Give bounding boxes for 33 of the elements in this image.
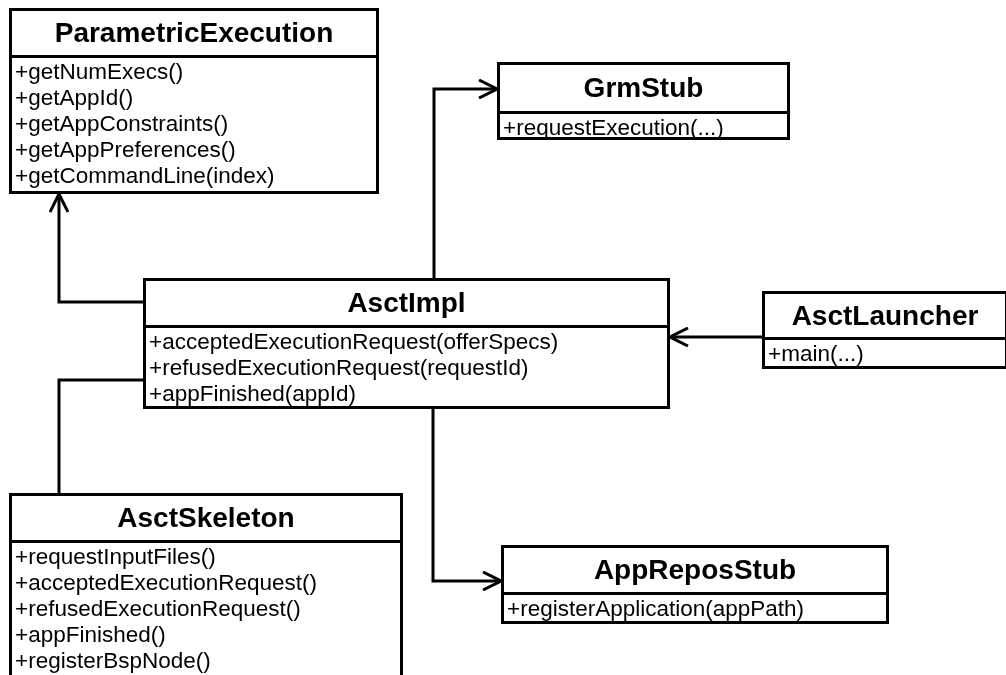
class-name: AppReposStub	[593, 555, 797, 585]
association-arrow	[668, 326, 762, 348]
association-arrow	[48, 192, 143, 304]
method-signature: +registerBspNode()	[15, 648, 211, 674]
class-box	[143, 278, 670, 409]
method-signature: +refusedExecutionRequest(requestId)	[149, 355, 529, 381]
method-signature: +requestExecution(...)	[503, 115, 724, 141]
class-box	[501, 545, 889, 624]
method-signature: +getAppPreferences()	[15, 137, 236, 163]
method-signature: +acceptedExecutionRequest()	[15, 570, 318, 596]
association-arrow	[431, 409, 503, 592]
class-box	[762, 291, 1006, 369]
class-name: ParametricExecution	[54, 18, 334, 48]
class-name: AsctSkeleton	[117, 503, 295, 533]
method-signature: +getAppConstraints()	[15, 111, 229, 137]
class-box	[497, 62, 790, 140]
class-name: GrmStub	[583, 73, 704, 103]
method-signature: +getCommandLine(index)	[15, 163, 275, 189]
method-signature: +acceptedExecutionRequest(offerSpecs)	[149, 329, 559, 355]
method-signature: +requestInputFiles()	[15, 544, 216, 570]
association-line	[57, 378, 143, 493]
method-signature: +getAppId()	[15, 85, 134, 111]
class-name: AsctLauncher	[791, 300, 979, 331]
method-signature: +appFinished(appId)	[149, 381, 356, 407]
association-arrow	[432, 78, 499, 278]
method-signature: +appFinished()	[15, 622, 166, 648]
class-box	[9, 493, 403, 675]
class-name: AsctImpl	[347, 288, 466, 318]
method-signature: +refusedExecutionRequest()	[15, 596, 301, 622]
method-signature: +main(...)	[768, 341, 864, 367]
class-box	[9, 8, 379, 194]
method-signature: +getNumExecs()	[15, 59, 184, 85]
method-signature: +registerApplication(appPath)	[507, 596, 805, 622]
